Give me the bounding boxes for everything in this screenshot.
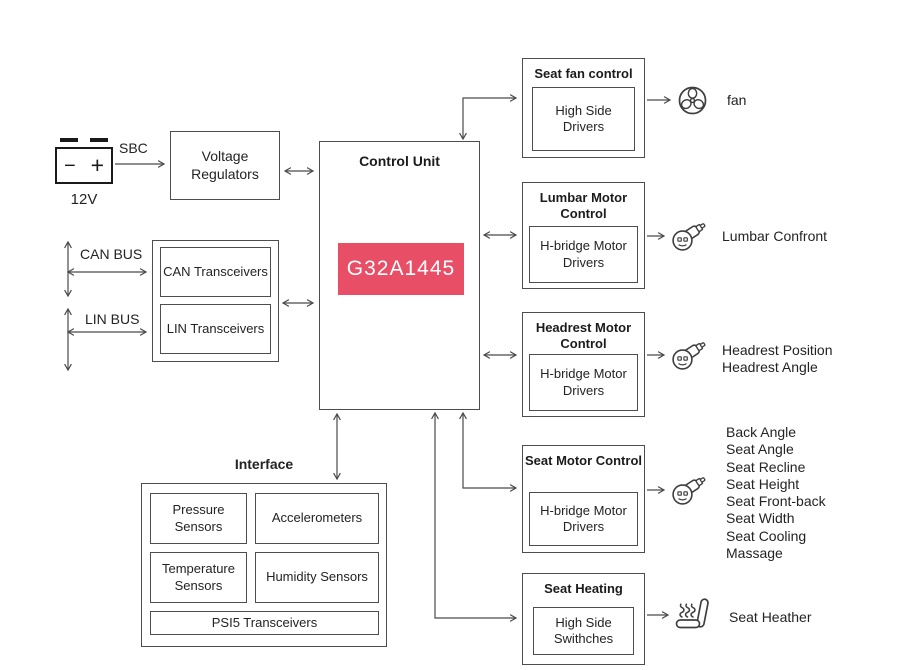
seat-motor-control-title: Seat Motor Control	[525, 453, 642, 468]
seat-heater-icon	[675, 598, 709, 629]
h-bridge-drivers-box: H-bridge Motor Drivers	[529, 492, 638, 546]
h-bridge-drivers-label: H-bridge Motor Drivers	[540, 502, 627, 534]
high-side-switches-label: High Side Swithches	[553, 614, 614, 646]
humidity-sensors-label: Humidity Sensors	[266, 569, 368, 585]
battery-icon: − +	[55, 138, 113, 184]
can-transceivers-label: CAN Transceivers	[163, 263, 268, 279]
seat-heating-title: Seat Heating	[544, 581, 623, 596]
voltage-regulators-label: Voltage Regulators	[191, 148, 259, 182]
psi5-transceivers-label: PSI5 Transceivers	[211, 614, 318, 630]
fan-icon	[678, 86, 707, 115]
seat-motor-output-labels: Back Angle Seat Angle Seat Recline Seat …	[726, 424, 826, 562]
psi5-transceivers-box: PSI5 Transceivers	[150, 611, 379, 635]
control-unit-box: Control Unit G32A1445	[319, 141, 480, 410]
can-bus-label: CAN BUS	[80, 246, 143, 262]
lin-bus-label: LIN BUS	[85, 311, 140, 327]
seat-heating-output-label: Seat Heather	[729, 609, 812, 625]
high-side-drivers-box: High Side Drivers	[532, 87, 635, 151]
motor-icon	[672, 477, 706, 505]
interface-box: Pressure Sensors Accelerometers Temperat…	[141, 483, 387, 647]
sbc-label: SBC	[119, 140, 148, 156]
temperature-sensors-box: Temperature Sensors	[150, 552, 247, 603]
lin-transceivers-label: LIN Transceivers	[166, 320, 265, 336]
connector-cu-seat-motor	[459, 411, 518, 492]
pressure-sensors-label: Pressure Sensors	[172, 502, 225, 534]
accelerometers-box: Accelerometers	[255, 493, 379, 544]
battery-terminal-minus	[60, 138, 78, 142]
lumbar-motor-control-box: Lumbar Motor Control H-bridge Motor Driv…	[522, 182, 645, 289]
h-bridge-drivers-label: H-bridge Motor Drivers	[540, 238, 627, 270]
battery-body: − +	[55, 147, 113, 184]
transceivers-group-box: CAN Transceivers LIN Transceivers	[152, 240, 279, 362]
motor-icon	[672, 223, 706, 251]
high-side-drivers-label: High Side Drivers	[555, 102, 612, 134]
seat-heating-box: Seat Heating High Side Swithches	[522, 573, 645, 665]
control-unit-title: Control Unit	[359, 153, 440, 169]
voltage-regulators-box: Voltage Regulators	[170, 131, 280, 200]
temperature-sensors-label: Temperature Sensors	[162, 561, 235, 593]
seat-fan-control-title: Seat fan control	[534, 66, 633, 81]
can-transceivers-box: CAN Transceivers	[160, 247, 271, 297]
accelerometers-label: Accelerometers	[271, 510, 363, 526]
humidity-sensors-box: Humidity Sensors	[255, 552, 379, 603]
headrest-motor-control-box: Headrest Motor Control H-bridge Motor Dr…	[522, 312, 645, 417]
h-bridge-drivers-box: H-bridge Motor Drivers	[529, 354, 638, 411]
motor-icon	[672, 342, 706, 370]
battery-voltage-label: 12V	[70, 191, 98, 208]
chip-badge: G32A1445	[338, 243, 464, 295]
seat-motor-control-box: Seat Motor Control H-bridge Motor Driver…	[522, 445, 645, 553]
pressure-sensors-box: Pressure Sensors	[150, 493, 247, 544]
fan-output-label: fan	[727, 92, 747, 108]
headrest-motor-control-title: Headrest Motor Control	[535, 320, 632, 352]
lumbar-motor-control-title: Lumbar Motor Control	[539, 190, 628, 222]
headrest-output-labels: Headrest Position Headrest Angle	[722, 342, 833, 376]
connector-cu-seat-fan	[459, 94, 518, 141]
battery-plus-sign: +	[90, 152, 104, 178]
battery-terminal-plus	[90, 138, 108, 142]
lin-transceivers-box: LIN Transceivers	[160, 304, 271, 354]
h-bridge-drivers-label: H-bridge Motor Drivers	[540, 366, 627, 398]
interface-title: Interface	[234, 456, 294, 472]
lumbar-output-label: Lumbar Confront	[722, 228, 828, 244]
battery-minus-sign: −	[64, 154, 76, 177]
seat-fan-control-box: Seat fan control High Side Drivers	[522, 58, 645, 158]
connector-cu-seat-heating	[431, 411, 518, 622]
high-side-switches-box: High Side Swithches	[533, 607, 634, 655]
h-bridge-drivers-box: H-bridge Motor Drivers	[529, 226, 638, 283]
